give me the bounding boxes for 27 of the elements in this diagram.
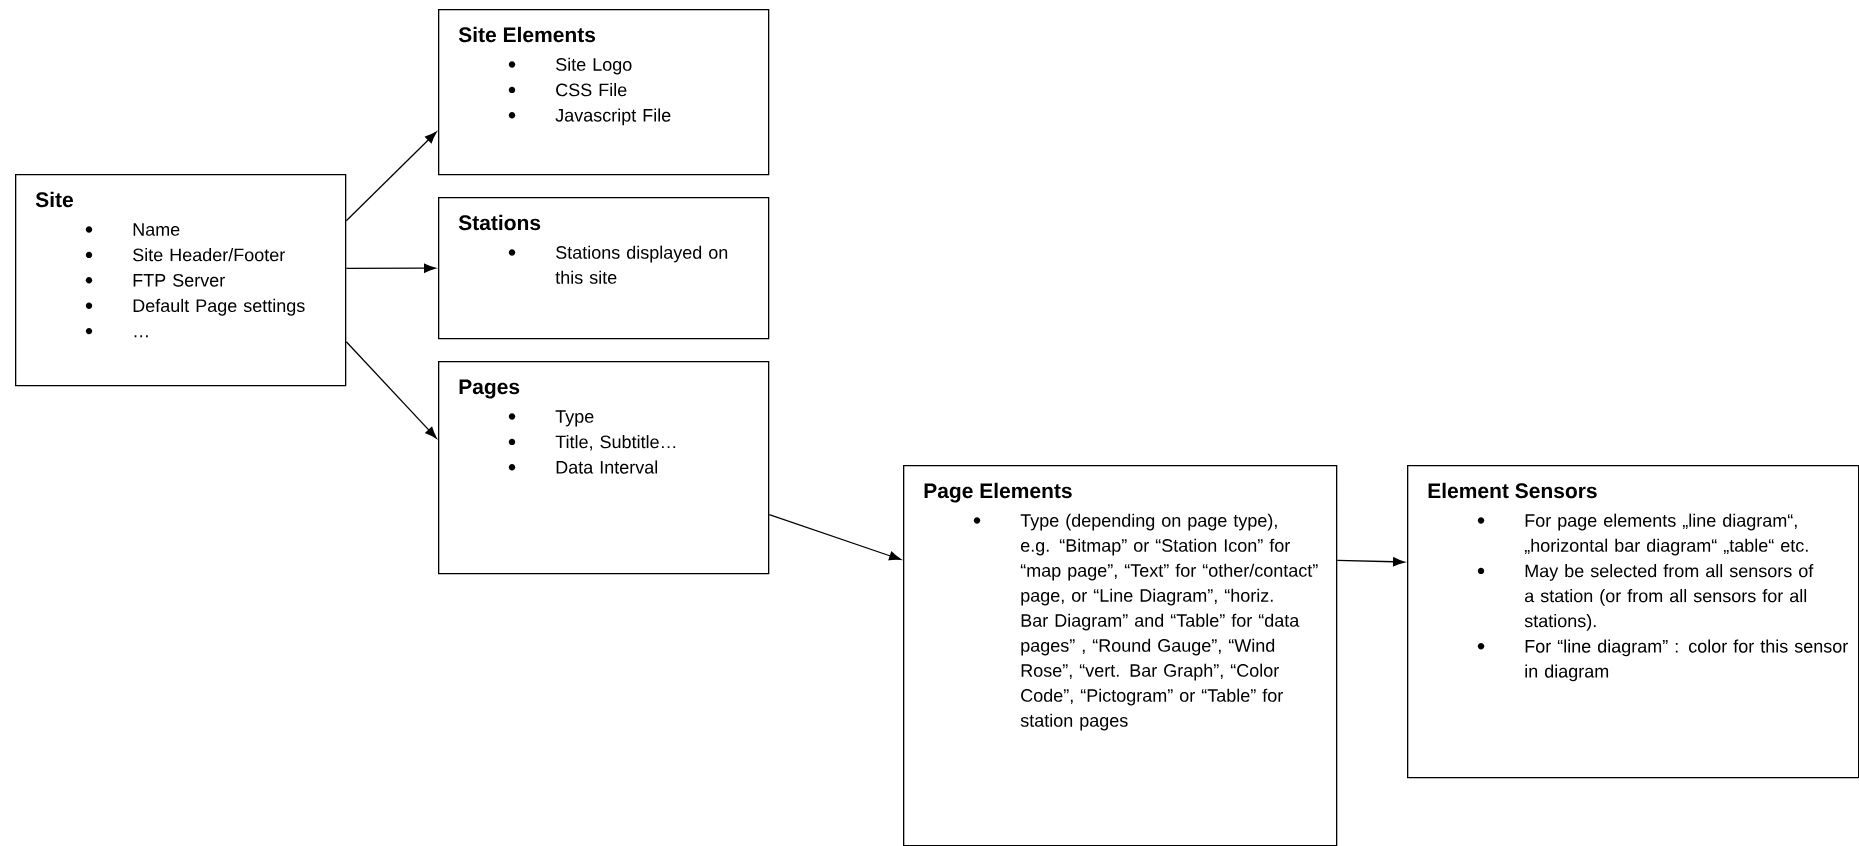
bullet-item: FTP Server [133,273,225,287]
heading: Page Elements [924,482,1072,503]
bullet-item: May be selected from all sensors of a station (or from all sensors for all stations). [1524,564,1814,631]
bullet-item: Type (depending on page type), e.g. “Bitmap” or “Station Icon” for “map page”, “Text” for “other/contact” page, or “Line Diagram”, “horiz. Bar Diagram” and “Table” for “data pages” , “Round Gauge”, “Wind Rose”, “vert. Bar Graph”, “Color Code”, “Pictogram” or “Table” for station pages [1020,513,1318,731]
heading: Site Elements [458,26,596,43]
heading: Site [35,191,73,208]
bullet-item: … [134,335,148,338]
bullet-item: Site Header/Footer [133,248,285,262]
bullet-item: Data Interval [556,460,658,474]
bullet-item: Name [133,223,180,236]
bullet-item: Javascript File [555,108,671,126]
arrow [1336,557,1405,567]
bullet-item: Type [555,410,594,427]
bullet-item: Title, Subtitle… [555,435,676,451]
bullet-item: For page elements „line diagram“, „horizontal bar diagram“ „table“ etc. [1524,513,1808,556]
heading: Element Sensors [1428,482,1597,499]
heading: Stations [458,214,541,231]
bullet-item: For “line diagram” : color for this sensor in diagram [1525,639,1848,682]
bullet-item: CSS File [556,83,627,97]
bullet-item: Site Logo [556,57,632,75]
bullet-item: Stations displayed on this site [555,245,728,284]
arrow [345,341,437,439]
arrow [345,263,436,273]
bullet-item: Default Page settings [133,298,305,316]
heading: Pages [459,379,520,399]
arrow [768,513,901,561]
arrow [345,131,437,222]
